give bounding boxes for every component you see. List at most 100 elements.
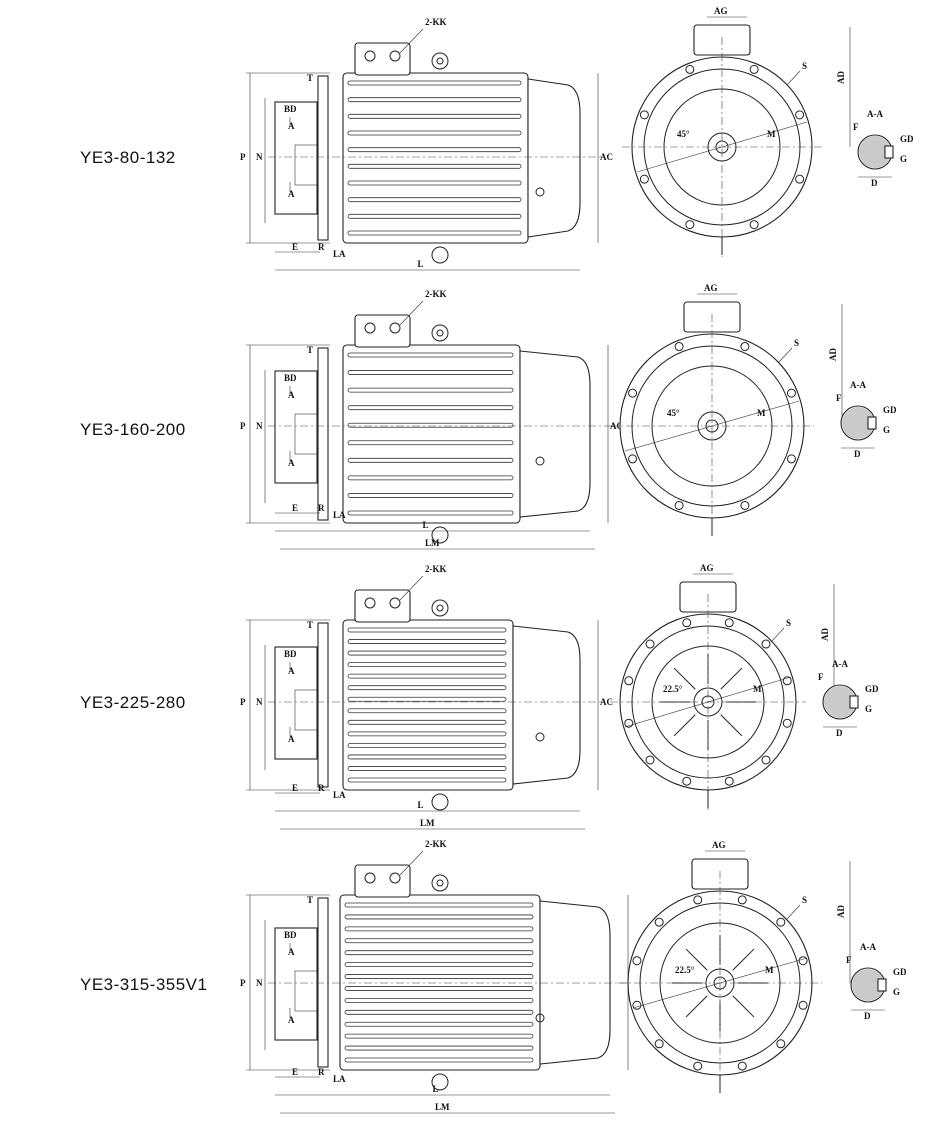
grounding-bolt bbox=[535, 187, 545, 197]
label-e: E bbox=[292, 783, 298, 793]
bolt-hole bbox=[749, 220, 759, 230]
cooling-fin bbox=[347, 130, 522, 136]
diameter-line-m bbox=[624, 400, 800, 452]
keyway bbox=[867, 416, 877, 430]
mounting-flange bbox=[317, 622, 329, 788]
keyway bbox=[849, 695, 859, 709]
bolt-hole bbox=[685, 64, 695, 74]
bolt-hole bbox=[674, 500, 684, 510]
label-a-bottom: A bbox=[288, 734, 295, 744]
bolt-hole bbox=[639, 174, 649, 184]
grounding-bolt bbox=[535, 732, 545, 742]
cooling-fin bbox=[344, 974, 534, 979]
model-label: YE3-80-132 bbox=[80, 148, 176, 167]
cooling-fin bbox=[347, 370, 514, 375]
label-angle: 45° bbox=[677, 129, 690, 139]
shaft-end-block bbox=[274, 646, 318, 760]
label-2kk: 2-KK bbox=[425, 564, 447, 574]
label-section-aa: A-A bbox=[860, 942, 876, 952]
shaft-section-hatch bbox=[859, 136, 891, 168]
cooling-fin bbox=[344, 950, 534, 956]
cooling-fin bbox=[344, 1021, 534, 1027]
bolt-hole bbox=[685, 220, 695, 230]
shaft-key bbox=[294, 144, 318, 186]
cooling-fin bbox=[344, 1057, 534, 1063]
cooling-fin bbox=[347, 97, 522, 103]
label-s: S bbox=[786, 618, 791, 628]
label-bd: BD bbox=[284, 104, 297, 114]
mounting-flange bbox=[317, 75, 329, 241]
fan-spoke bbox=[732, 948, 755, 971]
bolt-hole bbox=[749, 64, 759, 74]
cooling-fin bbox=[344, 962, 534, 968]
label-lm: LM bbox=[435, 1102, 450, 1112]
cooling-fin bbox=[347, 639, 507, 644]
label-d: D bbox=[854, 449, 861, 459]
cooling-fin bbox=[347, 387, 514, 393]
lifting-eye-bottom bbox=[431, 246, 449, 264]
bolt-hole bbox=[761, 639, 771, 649]
terminal-box bbox=[354, 864, 411, 898]
cooling-fin bbox=[347, 197, 522, 203]
terminal-hole bbox=[364, 50, 376, 62]
diameter-line-m bbox=[632, 957, 808, 1009]
cooling-fin bbox=[344, 1033, 534, 1039]
label-ag: AG bbox=[700, 563, 714, 573]
label-angle: 22.5° bbox=[675, 965, 695, 975]
label-ac: AC bbox=[600, 152, 613, 162]
label-s: S bbox=[802, 895, 807, 905]
bolt-hole bbox=[782, 676, 792, 686]
label-bd: BD bbox=[284, 373, 297, 383]
shaft-section-hatch bbox=[842, 407, 874, 439]
mounting-flange bbox=[317, 897, 329, 1068]
leader-s bbox=[786, 70, 801, 86]
cooling-fin bbox=[347, 650, 507, 656]
fan-spoke bbox=[685, 995, 708, 1018]
diameter-line-m bbox=[624, 676, 792, 728]
shaft-key bbox=[294, 413, 318, 455]
grounding-bolt bbox=[535, 1013, 545, 1023]
bolt-hole bbox=[798, 1000, 808, 1010]
label-g: G bbox=[865, 704, 872, 714]
leader-s bbox=[786, 904, 801, 920]
shaft-section-hatch bbox=[824, 686, 856, 718]
label-t: T bbox=[307, 895, 313, 905]
cooling-fin bbox=[347, 510, 514, 516]
bolt-hole bbox=[795, 110, 805, 120]
label-ag: AG bbox=[712, 840, 726, 850]
fan-spoke bbox=[720, 667, 743, 690]
label-lm: LM bbox=[425, 538, 440, 548]
cooling-fin bbox=[347, 754, 507, 760]
leader-s bbox=[770, 627, 785, 643]
label-bd: BD bbox=[284, 930, 297, 940]
label-l: L bbox=[418, 259, 424, 269]
fan-cover bbox=[519, 350, 591, 518]
cooling-fin bbox=[347, 163, 522, 169]
label-2kk: 2-KK bbox=[425, 289, 447, 299]
model-label: YE3-225-280 bbox=[80, 693, 186, 712]
lifting-eye bbox=[431, 874, 449, 892]
terminal-hole bbox=[389, 50, 401, 62]
cooling-fin bbox=[347, 766, 507, 771]
label-p: P bbox=[240, 697, 246, 707]
label-g: G bbox=[883, 425, 890, 435]
cooling-fin bbox=[344, 938, 534, 944]
label-d: D bbox=[871, 178, 878, 188]
leader-2kk bbox=[399, 850, 424, 876]
bolt-hole bbox=[737, 1061, 747, 1071]
label-g: G bbox=[893, 987, 900, 997]
label-ag: AG bbox=[714, 6, 728, 16]
label-n: N bbox=[256, 421, 263, 431]
cooling-fin bbox=[347, 422, 514, 428]
label-angle: 45° bbox=[667, 408, 680, 418]
shaft-end-block bbox=[274, 370, 318, 484]
fan-spoke bbox=[720, 714, 743, 737]
bolt-hole bbox=[624, 718, 634, 728]
label-d: D bbox=[836, 728, 843, 738]
cooling-fin bbox=[344, 997, 534, 1003]
terminal-box bbox=[354, 314, 411, 348]
label-d: D bbox=[864, 1011, 871, 1021]
terminal-hole bbox=[389, 322, 401, 334]
